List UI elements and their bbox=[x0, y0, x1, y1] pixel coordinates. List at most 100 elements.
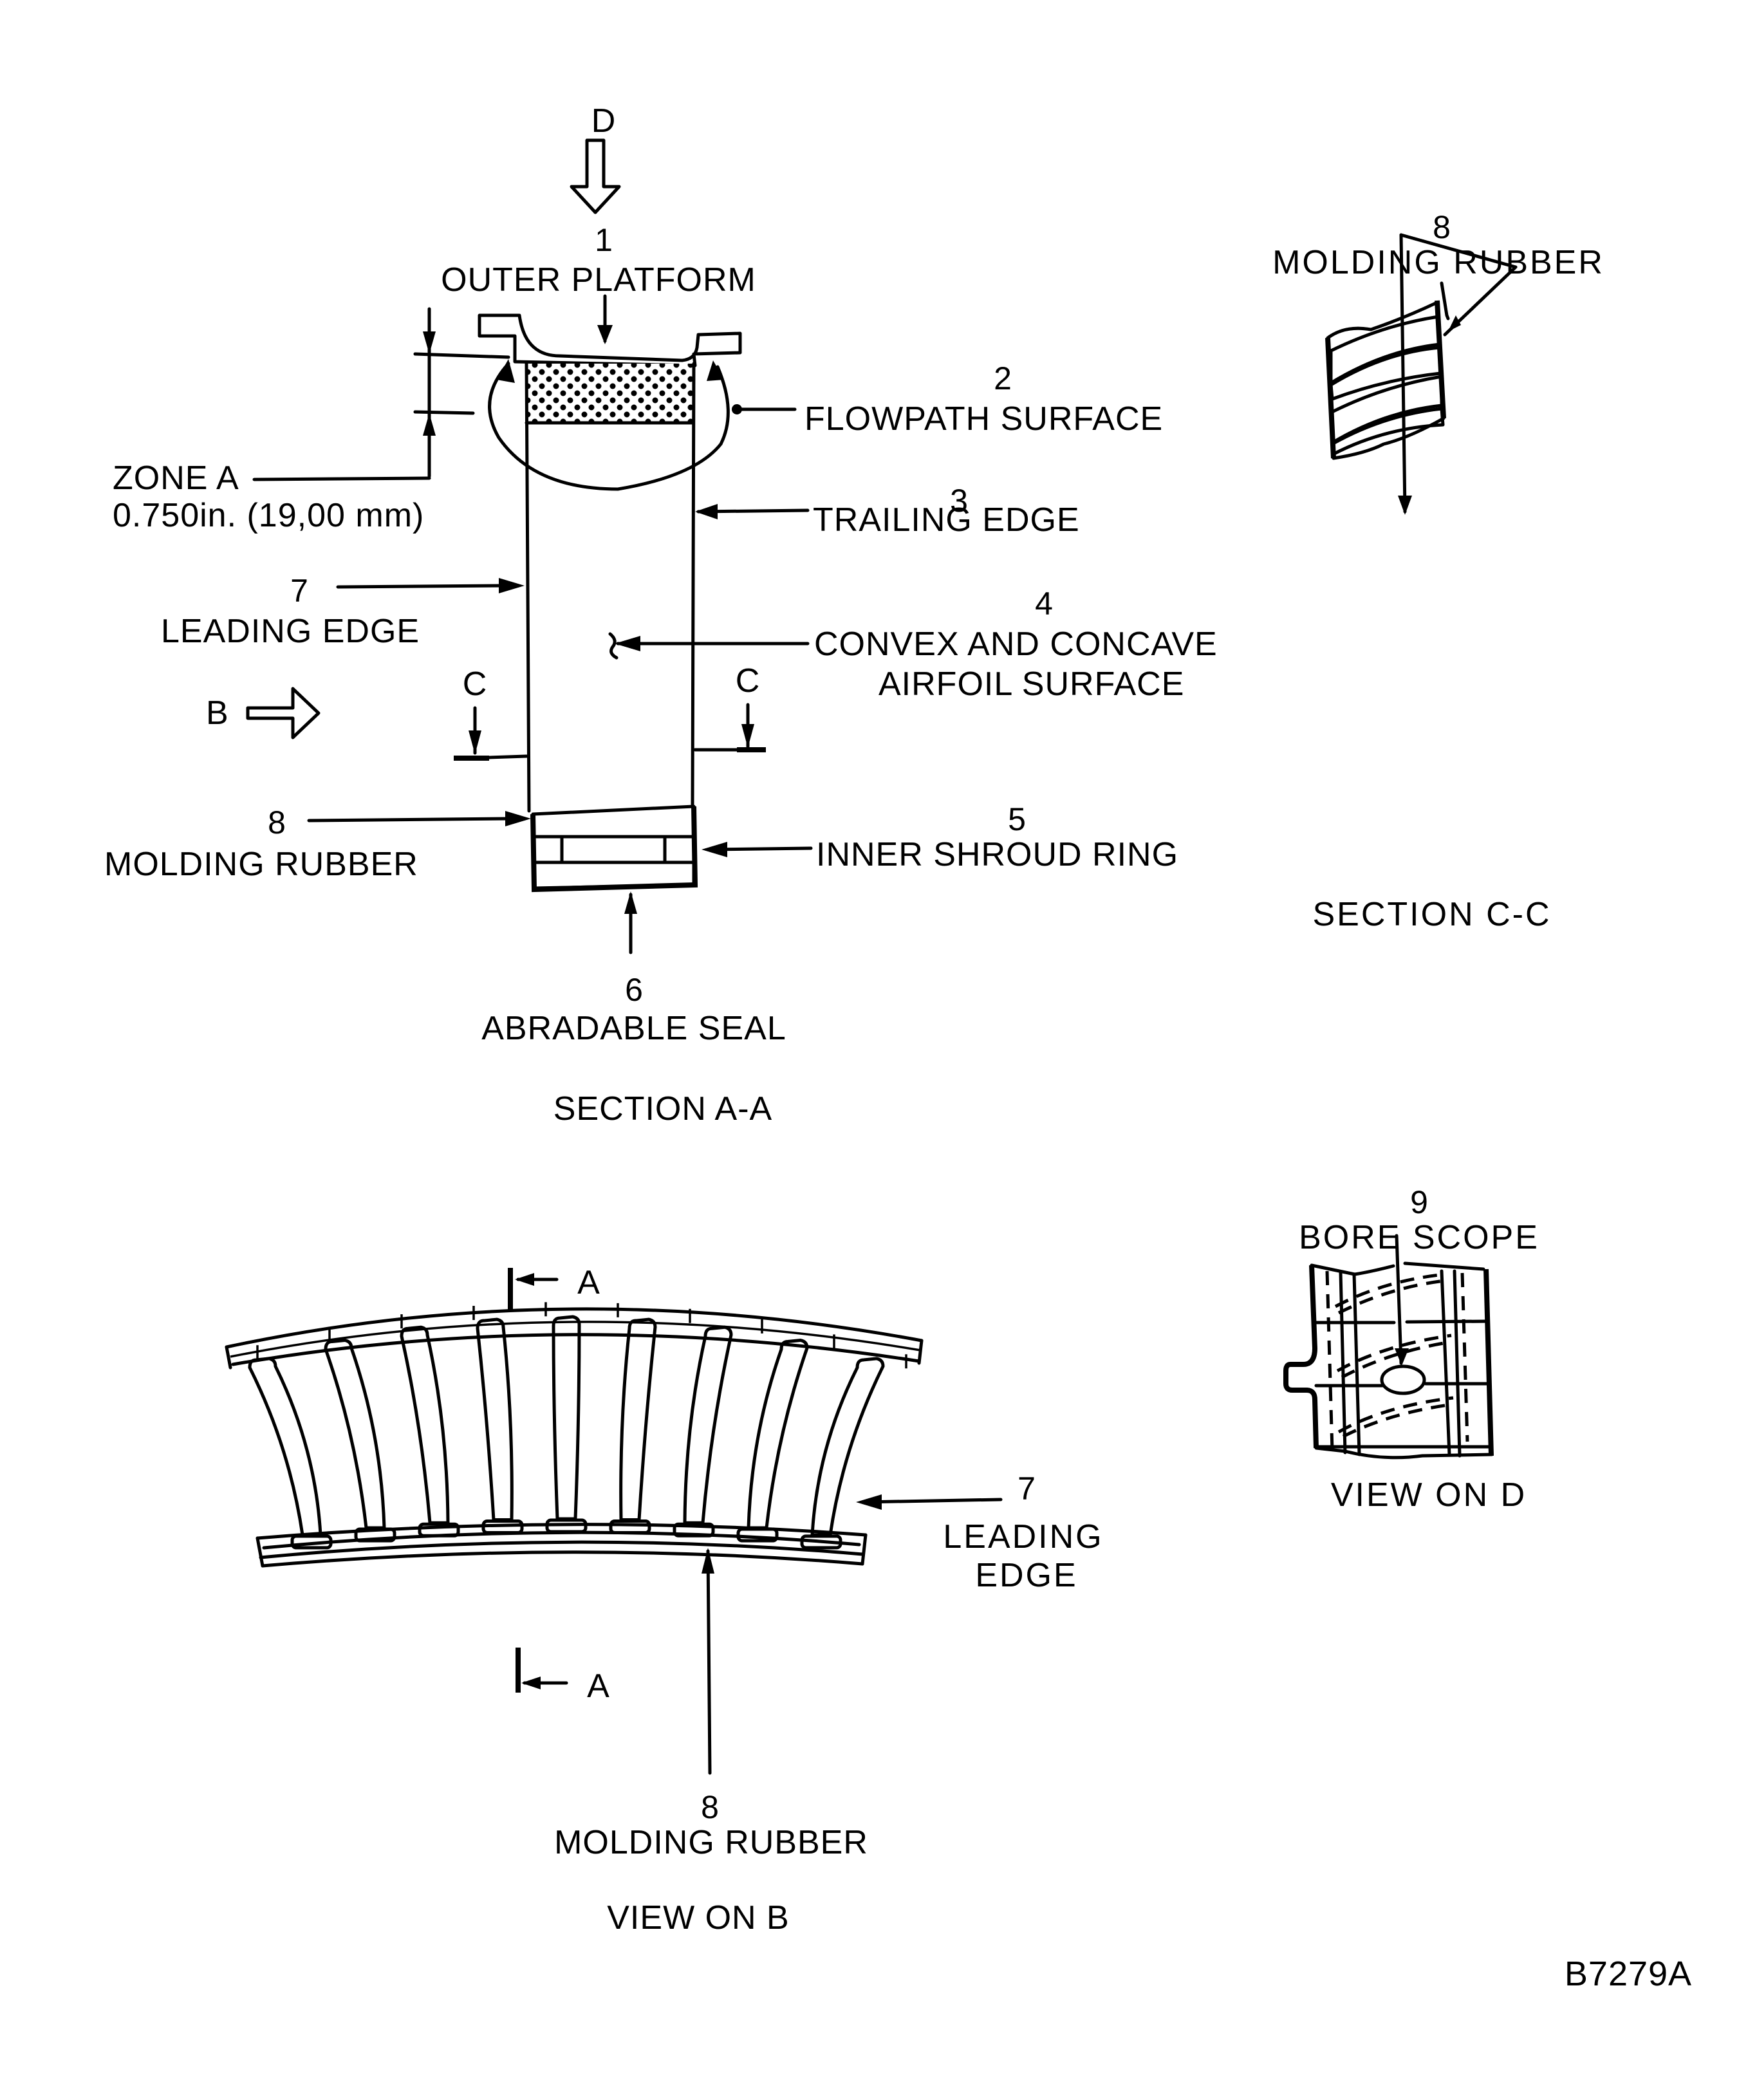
section-c-marker-left: C bbox=[463, 665, 488, 703]
arrowhead-icon bbox=[707, 360, 724, 381]
trailing-edge-wall bbox=[691, 362, 696, 806]
cc-rubber-band-lower-1 bbox=[1330, 375, 1444, 445]
view-b-callout-8-leader bbox=[706, 1549, 712, 1775]
callout-7-leader bbox=[336, 584, 504, 589]
arrowhead-icon bbox=[741, 724, 754, 748]
view-d-hidden-vane-2a bbox=[1336, 1333, 1452, 1373]
vane bbox=[619, 1317, 657, 1522]
view-d: 9 BORE SCOPE VIEW ON D bbox=[1283, 1184, 1538, 1514]
vane bbox=[248, 1357, 322, 1537]
arrowhead-icon bbox=[423, 331, 436, 354]
zone-a-label: ZONE A bbox=[113, 460, 239, 497]
arrowhead-icon bbox=[597, 325, 613, 344]
inner-shroud-ring bbox=[560, 835, 667, 864]
callout-6-label: ABRADABLE SEAL bbox=[481, 1010, 786, 1047]
zone-a-bottom-extension bbox=[413, 410, 475, 415]
flowpath-ellipse bbox=[488, 362, 730, 491]
arrowhead-icon bbox=[856, 1494, 882, 1510]
view-d-bottom-break bbox=[1314, 1446, 1494, 1460]
inner-ring-top-edge bbox=[256, 1523, 868, 1540]
arrowhead-icon bbox=[702, 842, 727, 857]
cc-leader-left bbox=[1399, 233, 1407, 514]
vane bbox=[747, 1339, 809, 1530]
view-b-callout-7-leader bbox=[860, 1498, 1003, 1504]
callout-2-number: 2 bbox=[994, 360, 1012, 396]
arrowhead-icon bbox=[469, 730, 481, 754]
view-b-callout-7-label-line2: EDGE bbox=[975, 1557, 1077, 1594]
vane-group bbox=[248, 1315, 885, 1550]
cc-callout-label: MOLDING RUBBER bbox=[1272, 244, 1604, 281]
view-d-callout-9-number: 9 bbox=[1410, 1184, 1428, 1220]
flowpath-surface-region bbox=[526, 364, 693, 423]
outer-platform bbox=[478, 313, 742, 367]
callout-3-label: TRAILING EDGE bbox=[813, 501, 1080, 539]
view-b-arrow-icon bbox=[246, 687, 321, 739]
view-d-right-wall bbox=[1483, 1268, 1494, 1456]
cc-callout-number: 8 bbox=[1433, 209, 1451, 245]
shroud-cavity-right bbox=[663, 835, 696, 864]
arrowhead-icon bbox=[521, 1677, 541, 1689]
vane bbox=[400, 1325, 450, 1525]
callout-1-label: OUTER PLATFORM bbox=[441, 261, 756, 299]
section-c-line-left bbox=[487, 754, 528, 759]
view-b-arrow-label: B bbox=[206, 694, 229, 732]
callout-5-number: 5 bbox=[1008, 801, 1026, 837]
zone-a-leader bbox=[252, 476, 431, 481]
arrowhead-icon bbox=[497, 359, 515, 383]
callout-1-number: 1 bbox=[595, 222, 613, 258]
cc-top-break bbox=[1326, 301, 1439, 340]
callout-4-label-line1: CONVEX AND CONCAVE bbox=[814, 626, 1218, 663]
callout-4-number: 4 bbox=[1035, 586, 1053, 622]
shroud-cavity-left bbox=[531, 835, 564, 864]
outer-ring-ends bbox=[225, 1339, 924, 1370]
section-a-marker-top: A bbox=[577, 1264, 600, 1301]
view-d-hidden-line-left bbox=[1325, 1270, 1334, 1452]
vane bbox=[683, 1325, 733, 1525]
vane bbox=[476, 1317, 514, 1522]
view-d-hidden-line-right bbox=[1460, 1272, 1469, 1442]
section-cc-title: SECTION C-C bbox=[1313, 896, 1552, 933]
cc-bottom-break bbox=[1332, 416, 1446, 460]
callout-7-label: LEADING EDGE bbox=[161, 613, 420, 650]
inner-ring-mid bbox=[259, 1540, 864, 1559]
view-b-title: VIEW ON B bbox=[607, 1899, 789, 1937]
view-d-hidden-vane-3b bbox=[1342, 1402, 1454, 1438]
view-d-line-left-2 bbox=[1352, 1272, 1361, 1456]
view-b-callout-7-number: 7 bbox=[1018, 1471, 1036, 1507]
shroud-outline bbox=[530, 806, 698, 893]
inner-ring-ends bbox=[256, 1533, 868, 1568]
view-d-left-wall bbox=[1283, 1265, 1319, 1449]
vane bbox=[810, 1357, 885, 1537]
view-d-arrow-label: D bbox=[591, 102, 617, 140]
arrowhead-icon bbox=[624, 891, 637, 914]
callout-2-label: FLOWPATH SURFACE bbox=[804, 400, 1163, 438]
view-d-line-right-1 bbox=[1440, 1269, 1451, 1456]
view-d-hidden-vane-3a bbox=[1337, 1396, 1454, 1434]
section-aa: D 1 OUTER PLATFORM ZONE A 0.750in. (19,0… bbox=[104, 102, 1218, 1128]
arrowhead-icon bbox=[423, 413, 436, 436]
view-b-callout-8-label: MOLDING RUBBER bbox=[554, 1824, 868, 1861]
bore-scope-hole bbox=[1380, 1364, 1426, 1395]
molding-rubber-pad bbox=[609, 1519, 651, 1535]
callout-4-label-line2: AIRFOIL SURFACE bbox=[879, 665, 1184, 703]
section-cc: 8 MOLDING RUBBER SECTION C-C bbox=[1272, 209, 1604, 933]
callout-3-number: 3 bbox=[950, 483, 968, 519]
inner-ring-lower bbox=[261, 1550, 864, 1568]
arrowhead-icon bbox=[1448, 315, 1461, 331]
vane bbox=[324, 1339, 386, 1530]
leading-edge-wall bbox=[525, 362, 531, 813]
cc-rubber-band-upper-2 bbox=[1329, 346, 1442, 401]
inner-ring-upper bbox=[262, 1530, 861, 1550]
arrowhead-icon bbox=[615, 636, 640, 651]
callout-5-label: INNER SHROUD RING bbox=[816, 836, 1178, 873]
zone-a-top-extension bbox=[413, 352, 510, 359]
view-d-cross-line-1b bbox=[1405, 1319, 1489, 1324]
callout-8-number: 8 bbox=[268, 804, 286, 841]
arrowhead-icon bbox=[505, 811, 531, 826]
section-aa-title: SECTION A-A bbox=[553, 1090, 772, 1128]
cc-rubber-band-upper-1 bbox=[1329, 315, 1442, 385]
view-b: A A 7 LEADING EDGE 8 MOLDING RUBBER VIEW… bbox=[225, 1264, 1103, 1937]
view-b-callout-7-label-line1: LEADING bbox=[943, 1518, 1103, 1556]
molding-rubber-region bbox=[531, 804, 696, 839]
